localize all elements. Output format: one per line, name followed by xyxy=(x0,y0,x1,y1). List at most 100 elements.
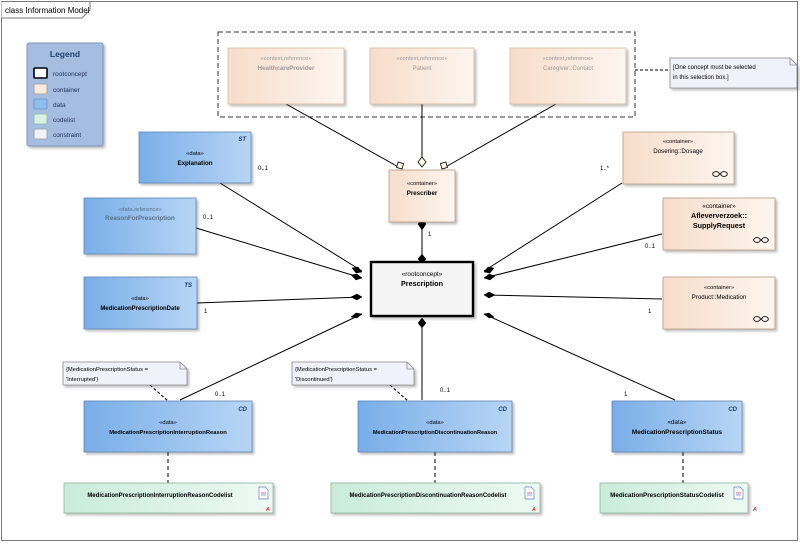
selection-box xyxy=(217,31,636,118)
connector-caregiver xyxy=(441,103,557,170)
codelist-status[interactable]: MedicationPrescriptionStatusCodelist A xyxy=(599,482,757,514)
class-supplyrequest[interactable]: «container» Afleververzoek:: SupplyReque… xyxy=(662,197,776,251)
multiplicity-status: 1 xyxy=(624,392,628,398)
class-box xyxy=(83,400,253,453)
class-box xyxy=(369,260,475,318)
class-box xyxy=(662,276,776,330)
class-box xyxy=(138,131,252,184)
note-fold xyxy=(406,362,414,370)
note-fold xyxy=(179,362,187,370)
class-prescriber[interactable]: «container» Prescriber xyxy=(388,169,456,223)
class-explanation[interactable]: ST «data» Explanation xyxy=(138,131,252,184)
class-discontinuationreason[interactable]: CD «data» MedicationPrescriptionDisconti… xyxy=(357,400,513,453)
class-patient[interactable]: «context,reference» Patient xyxy=(369,47,475,105)
class-name: Afleververzoek:: xyxy=(691,211,747,220)
class-stereotype: «context,reference» xyxy=(542,56,593,62)
class-name: Explanation xyxy=(177,160,212,167)
class-box xyxy=(622,131,735,185)
class-name: HealthcareProvider xyxy=(258,65,315,72)
multiplicity-labels: 0..1 0..1 1 1 1..* 0..1 1 0..1 0..1 1 xyxy=(203,166,656,398)
note-shape xyxy=(291,361,415,386)
connector-dosage xyxy=(483,182,623,272)
class-prescription[interactable]: «rootconcept» Prescription xyxy=(369,260,475,318)
class-prescriptionstatus[interactable]: CD «data» MedicationPrescriptionStatus xyxy=(611,400,743,453)
legend-swatch-rootconcept xyxy=(33,67,48,79)
composite-icon xyxy=(753,316,769,322)
multiplicity-discontinuation: 0..1 xyxy=(440,388,451,394)
legend-title: Legend xyxy=(50,49,80,59)
note-selection[interactable]: [One concept must be selected in this se… xyxy=(669,57,798,89)
class-box xyxy=(227,47,345,105)
codelist-name: MedicationPrescriptionDiscontinuationRea… xyxy=(349,493,506,499)
legend-label-data: data xyxy=(53,102,66,109)
class-reasonforprescription[interactable]: «data,reference» ReasonForPrescription xyxy=(83,197,197,255)
class-box xyxy=(662,197,776,251)
class-stereotype: «container» xyxy=(704,285,734,291)
codelist-box xyxy=(63,482,274,514)
class-healthcareprovider[interactable]: «context,reference» HealthcareProvider xyxy=(227,47,345,105)
note-discontinued[interactable]: {MedicationPrescriptionStatus = 'Discont… xyxy=(291,361,415,386)
note-link-interrupted xyxy=(149,384,169,402)
aggregation-diamonds xyxy=(396,156,448,170)
class-interruptionreason[interactable]: CD «data» MedicationPrescriptionInterrup… xyxy=(83,400,253,453)
composite-icon xyxy=(753,237,769,243)
class-box xyxy=(509,47,627,105)
connector-supply xyxy=(483,233,663,279)
class-box xyxy=(83,276,198,330)
class-productmedication[interactable]: «container» Product::Medication xyxy=(662,276,776,330)
legend-swatch-codelist xyxy=(33,113,48,125)
legend-swatch-constraint xyxy=(33,128,48,140)
class-stereotype: «container» xyxy=(407,181,437,187)
document-icon: A xyxy=(733,486,757,513)
class-stereotype: «data,reference» xyxy=(118,207,162,213)
composition-diamond-date xyxy=(350,293,363,301)
class-box xyxy=(357,400,513,453)
class-name: Patient xyxy=(413,66,432,72)
composition-diamond-interruption xyxy=(350,312,363,319)
class-name: Prescriber xyxy=(407,190,438,197)
legend-swatch-data xyxy=(33,98,48,110)
legend-swatch-container xyxy=(33,83,48,95)
composite-icon xyxy=(712,171,728,177)
note-text-line1: [One concept must be selected xyxy=(673,65,756,71)
class-medicationprescriptiondate[interactable]: TS «data» MedicationPrescriptionDate xyxy=(83,276,198,330)
legend-label-container: container xyxy=(53,87,81,94)
codelist-interruption[interactable]: MedicationPrescriptionInterruptionReason… xyxy=(63,482,274,514)
class-box xyxy=(611,400,743,453)
svg-text:A: A xyxy=(531,507,536,513)
multiplicity-explanation: 0..1 xyxy=(258,166,269,172)
svg-text:A: A xyxy=(265,507,270,513)
class-stereotype: «container» xyxy=(663,139,693,145)
class-stereotype: «data» xyxy=(426,420,444,426)
class-stereotype: «data» xyxy=(186,151,204,157)
multiplicity-interruption: 0..1 xyxy=(215,392,226,398)
multiplicity-supply: 0..1 xyxy=(645,244,656,250)
datatype-tag: TS xyxy=(184,283,192,289)
class-stereotype: «context,reference» xyxy=(396,56,447,62)
aggregation-diamond-right xyxy=(439,161,448,170)
class-name: Caregiver::Contact xyxy=(543,66,593,72)
legend-label-rootconcept: rootconcept xyxy=(53,71,87,78)
multiplicity-product: 1 xyxy=(648,309,652,315)
legend: Legend rootconcept container data codeli… xyxy=(26,42,104,147)
note-interrupted[interactable]: {MedicationPrescriptionStatus = 'Interru… xyxy=(62,361,188,386)
note-shape xyxy=(62,361,188,386)
class-name-line2: SupplyRequest xyxy=(693,221,746,230)
document-icon: A xyxy=(258,486,270,513)
frame-tab xyxy=(1,1,91,19)
class-stereotype: «rootconcept» xyxy=(402,271,443,278)
class-name: MedicationPrescriptionStatus xyxy=(632,429,723,436)
note-text-line2: in this selection box.] xyxy=(673,75,729,81)
class-caregiver[interactable]: «context,reference» Caregiver::Contact xyxy=(509,47,627,105)
codelist-discontinuation[interactable]: MedicationPrescriptionDiscontinuationRea… xyxy=(330,482,541,514)
document-icon: A xyxy=(524,486,536,513)
class-box xyxy=(388,169,456,223)
class-name: MedicationPrescriptionDiscontinuationRea… xyxy=(373,430,498,436)
aggregation-diamond-center xyxy=(417,156,427,168)
class-dosage[interactable]: «container» Dosering::Dosage xyxy=(622,131,735,185)
aggregation-diamond-left xyxy=(396,161,405,170)
connector-healthcareprovider xyxy=(285,103,403,170)
